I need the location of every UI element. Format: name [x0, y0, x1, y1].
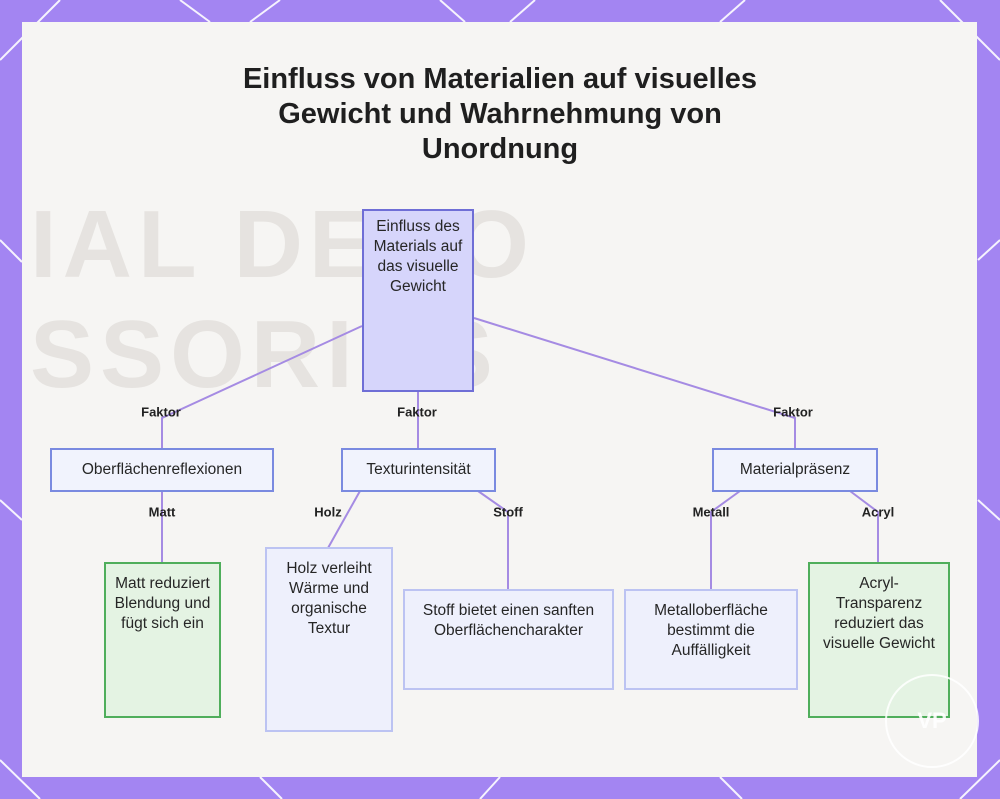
node-materialpraesenz: Materialpräsenz — [712, 448, 878, 492]
edge-label-acryl: Acryl — [862, 505, 895, 520]
node-stoff: Stoff bietet einen sanften Oberflächench… — [403, 589, 614, 690]
logo-badge: VP — [885, 674, 979, 768]
node-metall: Metalloberfläche bestimmt die Auffälligk… — [624, 589, 798, 690]
node-matt: Matt reduziert Blendung und fügt sich ei… — [104, 562, 221, 718]
edge-label-matt: Matt — [149, 505, 176, 520]
edge-textur-holz — [328, 491, 360, 548]
edge-label-faktor-right: Faktor — [773, 405, 813, 420]
edge-label-metall: Metall — [693, 505, 730, 520]
edge-label-faktor-mid: Faktor — [397, 405, 437, 420]
edge-label-faktor-left: Faktor — [141, 405, 181, 420]
edge-root-material — [474, 318, 795, 449]
edge-label-holz: Holz — [314, 505, 341, 520]
edge-material-acryl — [850, 491, 878, 563]
node-oberflaechenreflexionen: Oberflächenreflexionen — [50, 448, 274, 492]
node-texturintensitaet: Texturintensität — [341, 448, 496, 492]
node-holz: Holz verleiht Wärme und organische Textu… — [265, 547, 393, 732]
node-root: Einfluss des Materials auf das visuelle … — [362, 209, 474, 392]
edge-root-oberflaechen — [162, 326, 362, 449]
edge-label-stoff: Stoff — [493, 505, 523, 520]
